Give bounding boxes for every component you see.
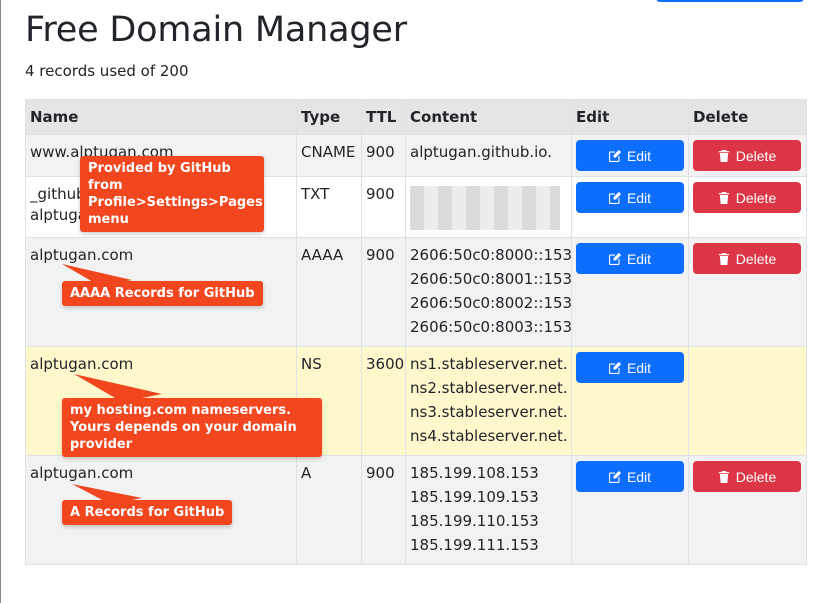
trash-icon [718,252,730,265]
record-ttl: 900 [361,176,406,238]
callout-arrow-a [72,484,142,504]
content-line: alptugan.github.io. [410,143,552,161]
callout-ns: my hosting.com nameservers. Yours depend… [62,398,322,457]
record-content: alptugan.github.io. [405,134,572,177]
pencil-square-icon [608,149,621,162]
column-header-type: Type [296,99,362,135]
edit-button-label: Edit [626,359,652,376]
edit-button[interactable]: Edit [576,461,684,492]
delete-button-label: Delete [735,250,777,267]
record-type: TXT [296,176,362,238]
pencil-square-icon [608,470,621,483]
edit-button[interactable]: Edit [576,243,684,274]
content-line: ns1.stableserver.net. [410,355,568,373]
record-name-line: _github [30,185,86,203]
column-header-delete: Delete [688,99,807,135]
delete-button-label: Delete [735,147,777,164]
records-usage: 4 records used of 200 [25,62,189,80]
record-content: ns1.stableserver.net. ns2.stableserver.n… [405,346,572,456]
record-ttl: 900 [361,237,406,347]
content-line: 2606:50c0:8001::153 [410,270,573,288]
record-ttl: 900 [361,455,406,565]
column-header-content: Content [405,99,572,135]
edit-button-label: Edit [626,250,652,267]
edit-button[interactable]: Edit [576,182,684,213]
window-edge [0,0,1,603]
table-header-row: Name Type TTL Content Edit Delete [25,99,807,135]
callout-a: A Records for GitHub [62,500,233,525]
content-line: ns4.stableserver.net. [410,427,568,445]
record-content [405,176,572,238]
delete-button-label: Delete [735,189,777,206]
edit-button-label: Edit [626,468,652,485]
record-content: 2606:50c0:8000::153 2606:50c0:8001::153 … [405,237,573,347]
record-type: CNAME [296,134,362,177]
content-line: ns3.stableserver.net. [410,403,568,421]
column-header-edit: Edit [571,99,689,135]
callout-aaaa: AAAA Records for GitHub [62,281,263,306]
pencil-square-icon [608,191,621,204]
pencil-square-icon [608,361,621,374]
trash-icon [718,191,730,204]
record-type: A [296,455,362,565]
content-line: 185.199.109.153 [410,488,539,506]
top-button-edge[interactable] [656,0,804,2]
content-line: 2606:50c0:8003::153 [410,318,573,336]
edit-button-label: Edit [626,189,652,206]
delete-cell-empty [688,346,807,456]
table-row: alptugan.com AAAA 900 2606:50c0:8000::15… [25,237,807,347]
callout-arrow-ns [74,374,162,402]
record-content: 185.199.108.153 185.199.109.153 185.199.… [405,455,572,565]
edit-button[interactable]: Edit [576,352,684,383]
delete-button[interactable]: Delete [693,140,801,171]
content-line: 185.199.111.153 [410,536,539,554]
edit-button-label: Edit [626,147,652,164]
pencil-square-icon [608,252,621,265]
column-header-ttl: TTL [361,99,406,135]
delete-button[interactable]: Delete [693,243,801,274]
trash-icon [718,470,730,483]
callout-arrow-aaaa [62,264,132,286]
record-ttl: 3600 [361,346,406,456]
content-line: 185.199.108.153 [410,464,539,482]
content-line: 185.199.110.153 [410,512,539,530]
edit-button[interactable]: Edit [576,140,684,171]
delete-button-label: Delete [735,468,777,485]
trash-icon [718,149,730,162]
record-ttl: 900 [361,134,406,177]
content-line: ns2.stableserver.net. [410,379,568,397]
record-type: AAAA [296,237,362,347]
page-title: Free Domain Manager [25,10,407,50]
delete-button[interactable]: Delete [693,461,801,492]
delete-button[interactable]: Delete [693,182,801,213]
callout-github-pages: Provided by GitHub from Profile>Settings… [80,156,264,232]
content-line: 2606:50c0:8000::153 [410,246,573,264]
redacted-content [410,186,560,230]
content-line: 2606:50c0:8002::153 [410,294,573,312]
column-header-name: Name [25,99,297,135]
